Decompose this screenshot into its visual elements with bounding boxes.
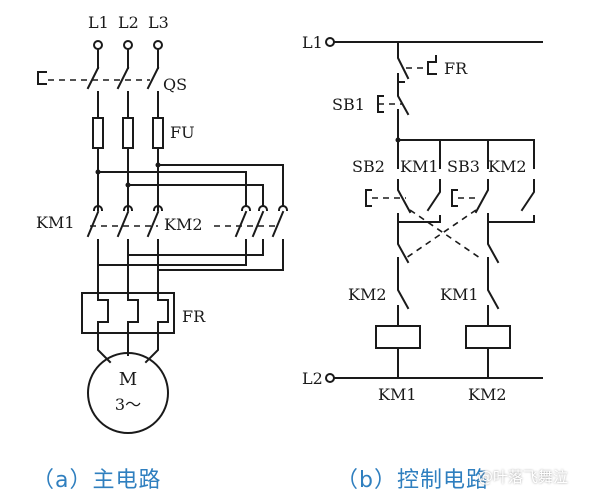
caption-main-circuit: （a）主电路 bbox=[32, 468, 162, 493]
label-sb2: SB2 bbox=[352, 157, 385, 176]
label-l1: L1 bbox=[88, 13, 109, 32]
fr-heaters bbox=[97, 289, 169, 341]
motor-circle bbox=[87, 352, 169, 434]
km2-supply-wires bbox=[97, 164, 284, 206]
qs-blades bbox=[86, 66, 160, 90]
coil-km1 bbox=[375, 325, 421, 349]
fuse-3 bbox=[152, 117, 164, 149]
label-l2: L2 bbox=[118, 13, 139, 32]
coil-leads bbox=[397, 347, 489, 379]
sb3-button bbox=[451, 189, 458, 207]
junction bbox=[125, 182, 131, 188]
km2-arc bbox=[240, 205, 289, 212]
coil-km2 bbox=[465, 325, 511, 349]
label-fr-ctrl: FR bbox=[444, 59, 468, 78]
fuse-2 bbox=[122, 117, 134, 149]
label-rail-l1: L1 bbox=[302, 33, 323, 52]
label-coil-km2: KM2 bbox=[468, 385, 507, 404]
label-hold-km1: KM1 bbox=[400, 157, 439, 176]
label-interlock-km1: KM1 bbox=[440, 285, 479, 304]
label-sb1: SB1 bbox=[332, 95, 365, 114]
watermark: @叶落飞舞泣 bbox=[478, 468, 569, 486]
km1-arc bbox=[92, 205, 164, 212]
sb1-contact bbox=[397, 81, 410, 141]
terminal-l1 bbox=[93, 40, 103, 50]
fr-reset-symbol bbox=[427, 55, 437, 75]
terminal-l2 bbox=[123, 40, 133, 50]
sb1-button bbox=[377, 95, 384, 113]
branch1-start bbox=[397, 179, 441, 223]
terminal-l3 bbox=[153, 40, 163, 50]
junction bbox=[395, 137, 401, 143]
main-circuit: L1 L2 L3 QS FU KM1 KM2 bbox=[36, 13, 289, 434]
label-interlock-km2: KM2 bbox=[348, 285, 387, 304]
junction bbox=[95, 169, 101, 175]
km2-blades bbox=[234, 210, 285, 238]
branch-bus bbox=[397, 139, 535, 169]
fr-nc-contact bbox=[397, 41, 410, 83]
qs-upper-leads bbox=[97, 48, 159, 69]
label-km2-main: KM2 bbox=[164, 215, 203, 234]
motor-label: M bbox=[119, 369, 137, 390]
terminal-rail-l1 bbox=[325, 37, 335, 47]
label-hold-km2: KM2 bbox=[488, 157, 527, 176]
label-km1-main: KM1 bbox=[36, 213, 75, 232]
terminal-rail-l2 bbox=[325, 373, 335, 383]
label-fr-main: FR bbox=[182, 307, 206, 326]
label-qs: QS bbox=[163, 75, 187, 94]
branch1-interlock bbox=[397, 221, 410, 327]
label-rail-l2: L2 bbox=[302, 369, 323, 388]
sb2-button bbox=[365, 189, 372, 207]
km1-blades bbox=[86, 210, 160, 238]
km2-return-wires bbox=[97, 239, 284, 271]
caption-control-circuit: （b）控制电路 bbox=[336, 468, 489, 493]
fuse-1 bbox=[92, 117, 104, 149]
qs-lower-leads bbox=[97, 91, 159, 116]
motor-sub-label: 3～ bbox=[115, 395, 141, 414]
control-circuit: L1 L2 FR SB1 SB2 KM1 SB3 KM2 bbox=[302, 33, 543, 404]
label-fu: FU bbox=[170, 123, 195, 142]
crossed-interlock-links bbox=[405, 209, 481, 259]
label-sb3: SB3 bbox=[447, 157, 480, 176]
label-l3: L3 bbox=[148, 13, 169, 32]
branch2-interlock bbox=[487, 221, 500, 327]
qs-handle bbox=[37, 71, 47, 85]
label-coil-km1: KM1 bbox=[378, 385, 417, 404]
branch2-start bbox=[474, 179, 535, 223]
fuse-leads bbox=[97, 114, 159, 206]
junction bbox=[155, 162, 161, 168]
